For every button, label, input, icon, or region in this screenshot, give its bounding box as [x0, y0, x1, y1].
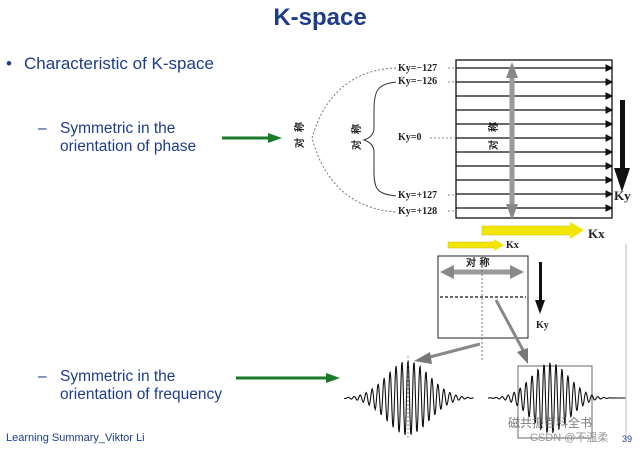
kx-axis-label: Kx: [588, 226, 605, 241]
ky-label: Ky=+128: [398, 206, 437, 217]
green-arrow-phase: [222, 133, 282, 143]
ky-leaders: [430, 67, 456, 212]
bullet-marker: •: [6, 54, 12, 73]
main-bullet: • Characteristic of K-space: [6, 54, 214, 74]
sub-bullet-marker: –: [38, 368, 47, 385]
sub-bullet-frequency-text: Symmetric in the orientation of frequenc…: [60, 368, 222, 403]
outer-symmetry-char: 对: [293, 138, 306, 148]
inner-symmetry-char: 对: [350, 140, 363, 150]
ky-label: Ky=+127: [398, 190, 437, 201]
sub-bullet-phase-text: Symmetric in the orientation of phase: [60, 120, 197, 155]
kx-small-arrow: [447, 239, 504, 251]
ky-small-label: Ky: [536, 320, 549, 331]
frequency-symmetry-label: 对 称: [466, 256, 489, 269]
inner-brace: [362, 81, 397, 197]
page-number: 39: [622, 434, 633, 444]
grid-symmetry-char: 对: [487, 140, 500, 150]
footer-author: Learning Summary_Viktor Li: [6, 432, 145, 444]
kspace-lines: [455, 59, 614, 219]
watermark-text: 磁共振百科全书: [508, 416, 593, 430]
ky-label: Ky=0: [398, 132, 421, 143]
phase-symmetry-arrow: [506, 62, 518, 220]
waveform-left: [343, 356, 474, 440]
ky-direction-arrow: [614, 100, 630, 192]
ky-axis-label: Ky: [614, 188, 631, 203]
kx-direction-arrow: [481, 222, 584, 239]
inner-symmetry-char: 称: [350, 124, 363, 134]
ky-small-arrow: [535, 262, 545, 314]
sub-bullet-marker: –: [38, 120, 47, 137]
green-arrow-frequency: [236, 373, 340, 383]
slide-title: K-space: [273, 4, 367, 31]
ky-label: Ky=−127: [398, 63, 437, 74]
top-figure-bg: [290, 52, 635, 242]
bullet-text: Characteristic of K-space: [24, 54, 214, 73]
kx-small-label: Kx: [506, 240, 519, 251]
waveform-right: [487, 362, 626, 439]
outer-symmetry-char: 称: [293, 122, 306, 132]
ky-label: Ky=−126: [398, 76, 437, 87]
watermark-csdn: CSDN @不温柔: [530, 432, 609, 444]
grid-symmetry-char: 称: [487, 122, 500, 132]
